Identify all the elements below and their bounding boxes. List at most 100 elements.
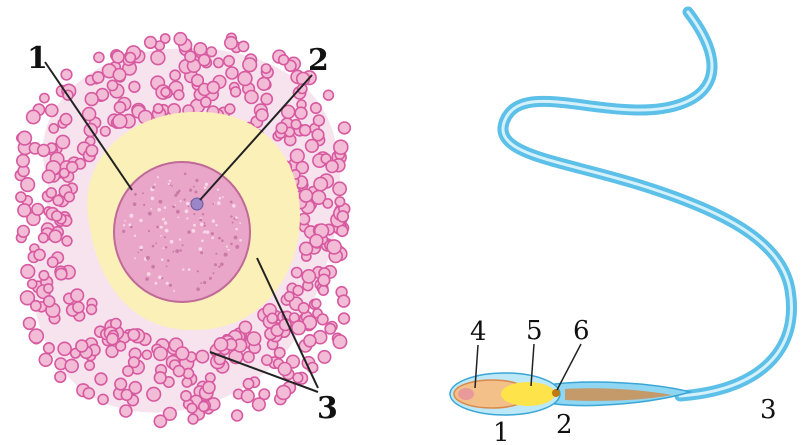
follicle-cell xyxy=(44,296,55,307)
cytoplasm-granule xyxy=(213,272,215,274)
follicle-cell xyxy=(44,284,53,293)
cytoplasm-granule xyxy=(202,213,204,215)
cytoplasm-granule xyxy=(152,186,155,189)
sperm-centriole xyxy=(552,389,560,397)
cytoplasm-granule xyxy=(176,210,180,214)
follicle-cell xyxy=(121,390,132,401)
follicle-cell xyxy=(85,361,94,370)
cytoplasm-granule xyxy=(226,246,228,248)
follicle-cell xyxy=(299,303,309,313)
cytoplasm-granule xyxy=(151,265,155,269)
follicle-cell xyxy=(326,160,338,172)
follicle-cell xyxy=(238,41,248,51)
follicle-cell xyxy=(107,333,118,344)
follicle-cell xyxy=(188,414,198,424)
follicle-cell xyxy=(302,270,315,283)
cytoplasm-granule xyxy=(239,222,241,224)
cytoplasm-granule xyxy=(152,245,155,248)
cytoplasm-granule xyxy=(158,275,162,279)
follicle-cell xyxy=(125,53,135,63)
follicle-cell xyxy=(32,204,44,216)
cytoplasm-granule xyxy=(217,201,221,205)
follicle-cell xyxy=(226,67,238,79)
cytoplasm-granule xyxy=(212,219,215,222)
egg-label-1: 1 xyxy=(27,41,48,76)
follicle-cell xyxy=(304,335,316,347)
follicle-cell xyxy=(161,88,170,97)
follicle-cell xyxy=(242,390,255,403)
cytoplasm-granule xyxy=(182,268,184,270)
cytoplasm-granule xyxy=(232,204,236,208)
cytoplasm-granule xyxy=(159,226,161,228)
follicle-cell xyxy=(256,109,268,121)
follicle-cell xyxy=(128,329,139,340)
follicle-cell xyxy=(39,353,52,366)
follicle-cell xyxy=(83,388,94,399)
follicle-cell xyxy=(253,398,266,411)
cytoplasm-granule xyxy=(200,223,204,227)
cytoplasm-granule xyxy=(170,240,174,244)
egg-label-3: 3 xyxy=(317,391,338,426)
follicle-cell xyxy=(40,94,49,103)
cytoplasm-granule xyxy=(143,204,145,206)
follicle-cell xyxy=(312,299,321,308)
follicle-cell xyxy=(225,104,235,114)
cytoplasm-granule xyxy=(209,277,212,280)
follicle-cell xyxy=(224,56,234,66)
follicle-cell xyxy=(247,332,260,345)
cytoplasm-granule xyxy=(193,186,195,188)
follicle-cell xyxy=(337,211,348,222)
follicle-cell xyxy=(58,342,71,355)
follicle-cell xyxy=(207,81,219,93)
cytoplasm-granule xyxy=(200,282,202,284)
cytoplasm-granule xyxy=(230,201,233,204)
follicle-cell xyxy=(56,135,69,148)
cytoplasm-granule xyxy=(220,263,224,267)
cytoplasm-granule xyxy=(179,249,182,252)
cytoplasm-granule xyxy=(222,196,224,198)
follicle-cell xyxy=(101,127,111,137)
cytoplasm-granule xyxy=(214,263,217,266)
follicle-cell xyxy=(314,177,327,190)
ovum-cytoplasm xyxy=(114,162,250,302)
follicle-cell xyxy=(339,313,350,324)
egg-label-2: 2 xyxy=(308,43,329,78)
cytoplasm-granule xyxy=(171,185,173,187)
cytoplasm-granule xyxy=(165,229,169,233)
cytoplasm-granule xyxy=(186,202,190,206)
cytoplasm-granule xyxy=(234,236,238,240)
cytoplasm-granule xyxy=(145,277,149,281)
cytoplasm-granule xyxy=(175,249,179,253)
cytoplasm-granule xyxy=(164,236,166,238)
follicle-cell xyxy=(129,81,140,92)
cytoplasm-granule xyxy=(204,186,207,189)
follicle-cell xyxy=(185,51,196,62)
cytoplasm-granule xyxy=(230,215,232,217)
follicle-cell xyxy=(21,265,35,279)
follicle-cell xyxy=(319,286,329,296)
cytoplasm-granule xyxy=(166,282,169,285)
follicle-cell xyxy=(174,90,184,100)
follicle-cell xyxy=(18,226,30,238)
follicle-cell xyxy=(258,78,271,91)
follicle-cell xyxy=(333,335,346,348)
follicle-cell xyxy=(187,403,197,413)
follicle-cell xyxy=(24,318,36,330)
cytoplasm-granule xyxy=(188,268,191,271)
follicle-cell xyxy=(278,363,291,376)
cytoplasm-granule xyxy=(155,243,157,245)
follicle-cell xyxy=(277,386,291,400)
follicle-cell xyxy=(338,295,350,307)
cytoplasm-granule xyxy=(148,212,152,216)
follicle-cell xyxy=(113,114,127,128)
cytoplasm-granule xyxy=(204,225,206,227)
follicle-cell xyxy=(113,69,125,81)
sperm-cell-figure: 4 5 6 1 2 3 xyxy=(450,12,792,445)
cytoplasm-granule xyxy=(154,183,156,185)
cytoplasm-granule xyxy=(205,183,208,186)
cytoplasm-granule xyxy=(201,240,204,243)
follicle-cell xyxy=(64,192,74,202)
cytoplasm-granule xyxy=(156,226,159,229)
follicle-cell xyxy=(151,51,165,65)
